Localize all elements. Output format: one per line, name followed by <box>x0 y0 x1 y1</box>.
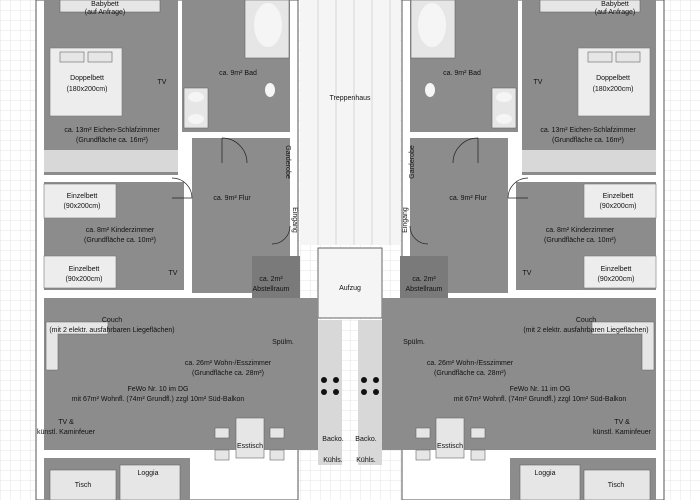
storage-left <box>252 256 300 300</box>
label-double-bed-size: (180x200cm) <box>67 86 108 93</box>
label-living: ca. 26m² Wohn-/Esszimmer <box>427 360 514 367</box>
label-tv-kids: TV <box>523 270 532 277</box>
label-bedroom: ca. 13m² Eichen-Schlafzimmer <box>540 127 636 134</box>
label-bath: ca. 9m² Bad <box>219 70 257 77</box>
label-garderobe: Garderobe <box>284 145 291 179</box>
label-baby-bed-note: (auf Anfrage) <box>85 9 125 16</box>
label-eingang: Eingang <box>291 207 298 233</box>
label-fewo-title: FeWo Nr. 10 im DG <box>128 386 189 393</box>
label-bedroom-area: (Grundfläche ca. 16m²) <box>76 137 148 144</box>
label-double-bed: Doppelbett <box>596 75 630 82</box>
label-bedroom: ca. 13m² Eichen-Schlafzimmer <box>64 127 160 134</box>
label-flur: ca. 9m² Flur <box>449 195 487 202</box>
label-storage-area: ca. 2m² <box>412 276 436 283</box>
label-single-bed-1-size: (90x200cm) <box>64 203 101 210</box>
lift-shaft <box>317 247 383 319</box>
label-single-bed-2: Einzelbett <box>69 266 100 273</box>
label-baby-bed: Babybett <box>601 1 629 8</box>
label-spuelm: Spülm. <box>272 339 294 346</box>
label-bath: ca. 9m² Bad <box>443 70 481 77</box>
living-left <box>44 298 318 450</box>
label-single-bed-1: Einzelbett <box>603 193 634 200</box>
label-backo: Backo. <box>322 436 343 443</box>
label-baby-bed: Babybett <box>91 1 119 8</box>
label-loggia: Loggia <box>534 470 555 477</box>
label-tv-fire-2: künstl. Kaminfeuer <box>37 429 96 436</box>
label-storage: Abstellraum <box>406 286 443 293</box>
label-bedroom-area: (Grundfläche ca. 16m²) <box>552 137 624 144</box>
label-tv-fire-1: TV & <box>614 419 630 426</box>
label-lift: Aufzug <box>339 285 361 292</box>
label-single-bed-1: Einzelbett <box>67 193 98 200</box>
label-loggia: Loggia <box>137 470 158 477</box>
label-fewo-title: FeWo Nr. 11 im OG <box>510 386 571 393</box>
apartment-left <box>35 0 342 500</box>
living-right <box>382 298 656 450</box>
label-spuelm: Spülm. <box>403 339 425 346</box>
label-kuehls: Kühls. <box>323 457 343 464</box>
label-stair: Treppenhaus <box>330 95 371 102</box>
label-living-area: (Grundfläche ca. 28m²) <box>434 370 506 377</box>
stove-left <box>321 377 339 395</box>
label-tv-fire-1: TV & <box>58 419 74 426</box>
label-double-bed-size: (180x200cm) <box>593 86 634 93</box>
apartment-right <box>358 0 665 500</box>
label-couch-note: (mit 2 elektr. ausfahrbaren Liegeflächen… <box>523 327 648 334</box>
label-living-area: (Grundfläche ca. 28m²) <box>192 370 264 377</box>
label-couch: Couch <box>102 317 122 324</box>
labels-right: Babybett (auf Anfrage) Doppelbett (180x2… <box>355 1 651 489</box>
label-storage-area: ca. 2m² <box>259 276 283 283</box>
label-tisch: Tisch <box>75 482 92 489</box>
label-double-bed: Doppelbett <box>70 75 104 82</box>
label-single-bed-2-size: (90x200cm) <box>66 276 103 283</box>
label-kids-area: (Grundfläche ca. 10m²) <box>84 237 156 244</box>
label-single-bed-1-size: (90x200cm) <box>600 203 637 210</box>
label-kids: ca. 8m² Kinderzimmer <box>546 227 615 234</box>
label-single-bed-2: Einzelbett <box>601 266 632 273</box>
label-garderobe: Garderobe <box>409 145 416 179</box>
label-tv-fire-2: künstl. Kaminfeuer <box>593 429 652 436</box>
labels-left: Babybett (auf Anfrage) Doppelbett (180x2… <box>37 1 344 489</box>
label-kids-area: (Grundfläche ca. 10m²) <box>544 237 616 244</box>
label-tv-kids: TV <box>169 270 178 277</box>
label-storage: Abstellraum <box>253 286 290 293</box>
label-kuehls: Kühls. <box>356 457 376 464</box>
label-kids: ca. 8m² Kinderzimmer <box>86 227 155 234</box>
stairwell <box>300 0 400 245</box>
label-tv: TV <box>158 79 167 86</box>
label-couch: Couch <box>576 317 596 324</box>
label-baby-bed-note: (auf Anfrage) <box>595 9 635 16</box>
label-couch-note: (mit 2 elektr. ausfahrbaren Liegeflächen… <box>49 327 174 334</box>
label-single-bed-2-size: (90x200cm) <box>598 276 635 283</box>
label-esstisch: Esstisch <box>237 443 263 450</box>
label-tv: TV <box>534 79 543 86</box>
label-backo: Backo. <box>355 436 376 443</box>
label-fewo-detail: mit 67m² Wohnfl. (74m² Grundfl.) zzgl 10… <box>72 396 245 403</box>
storage-right <box>400 256 448 300</box>
label-tisch: Tisch <box>608 482 625 489</box>
label-eingang: Eingang <box>402 207 409 233</box>
label-fewo-detail: mit 67m² Wohnfl. (74m² Grundfl.) zzgl 10… <box>454 396 627 403</box>
stair-steps <box>317 0 391 245</box>
stove-right <box>361 377 379 395</box>
label-flur: ca. 9m² Flur <box>213 195 251 202</box>
label-esstisch: Esstisch <box>437 443 463 450</box>
label-living: ca. 26m² Wohn-/Esszimmer <box>185 360 272 367</box>
